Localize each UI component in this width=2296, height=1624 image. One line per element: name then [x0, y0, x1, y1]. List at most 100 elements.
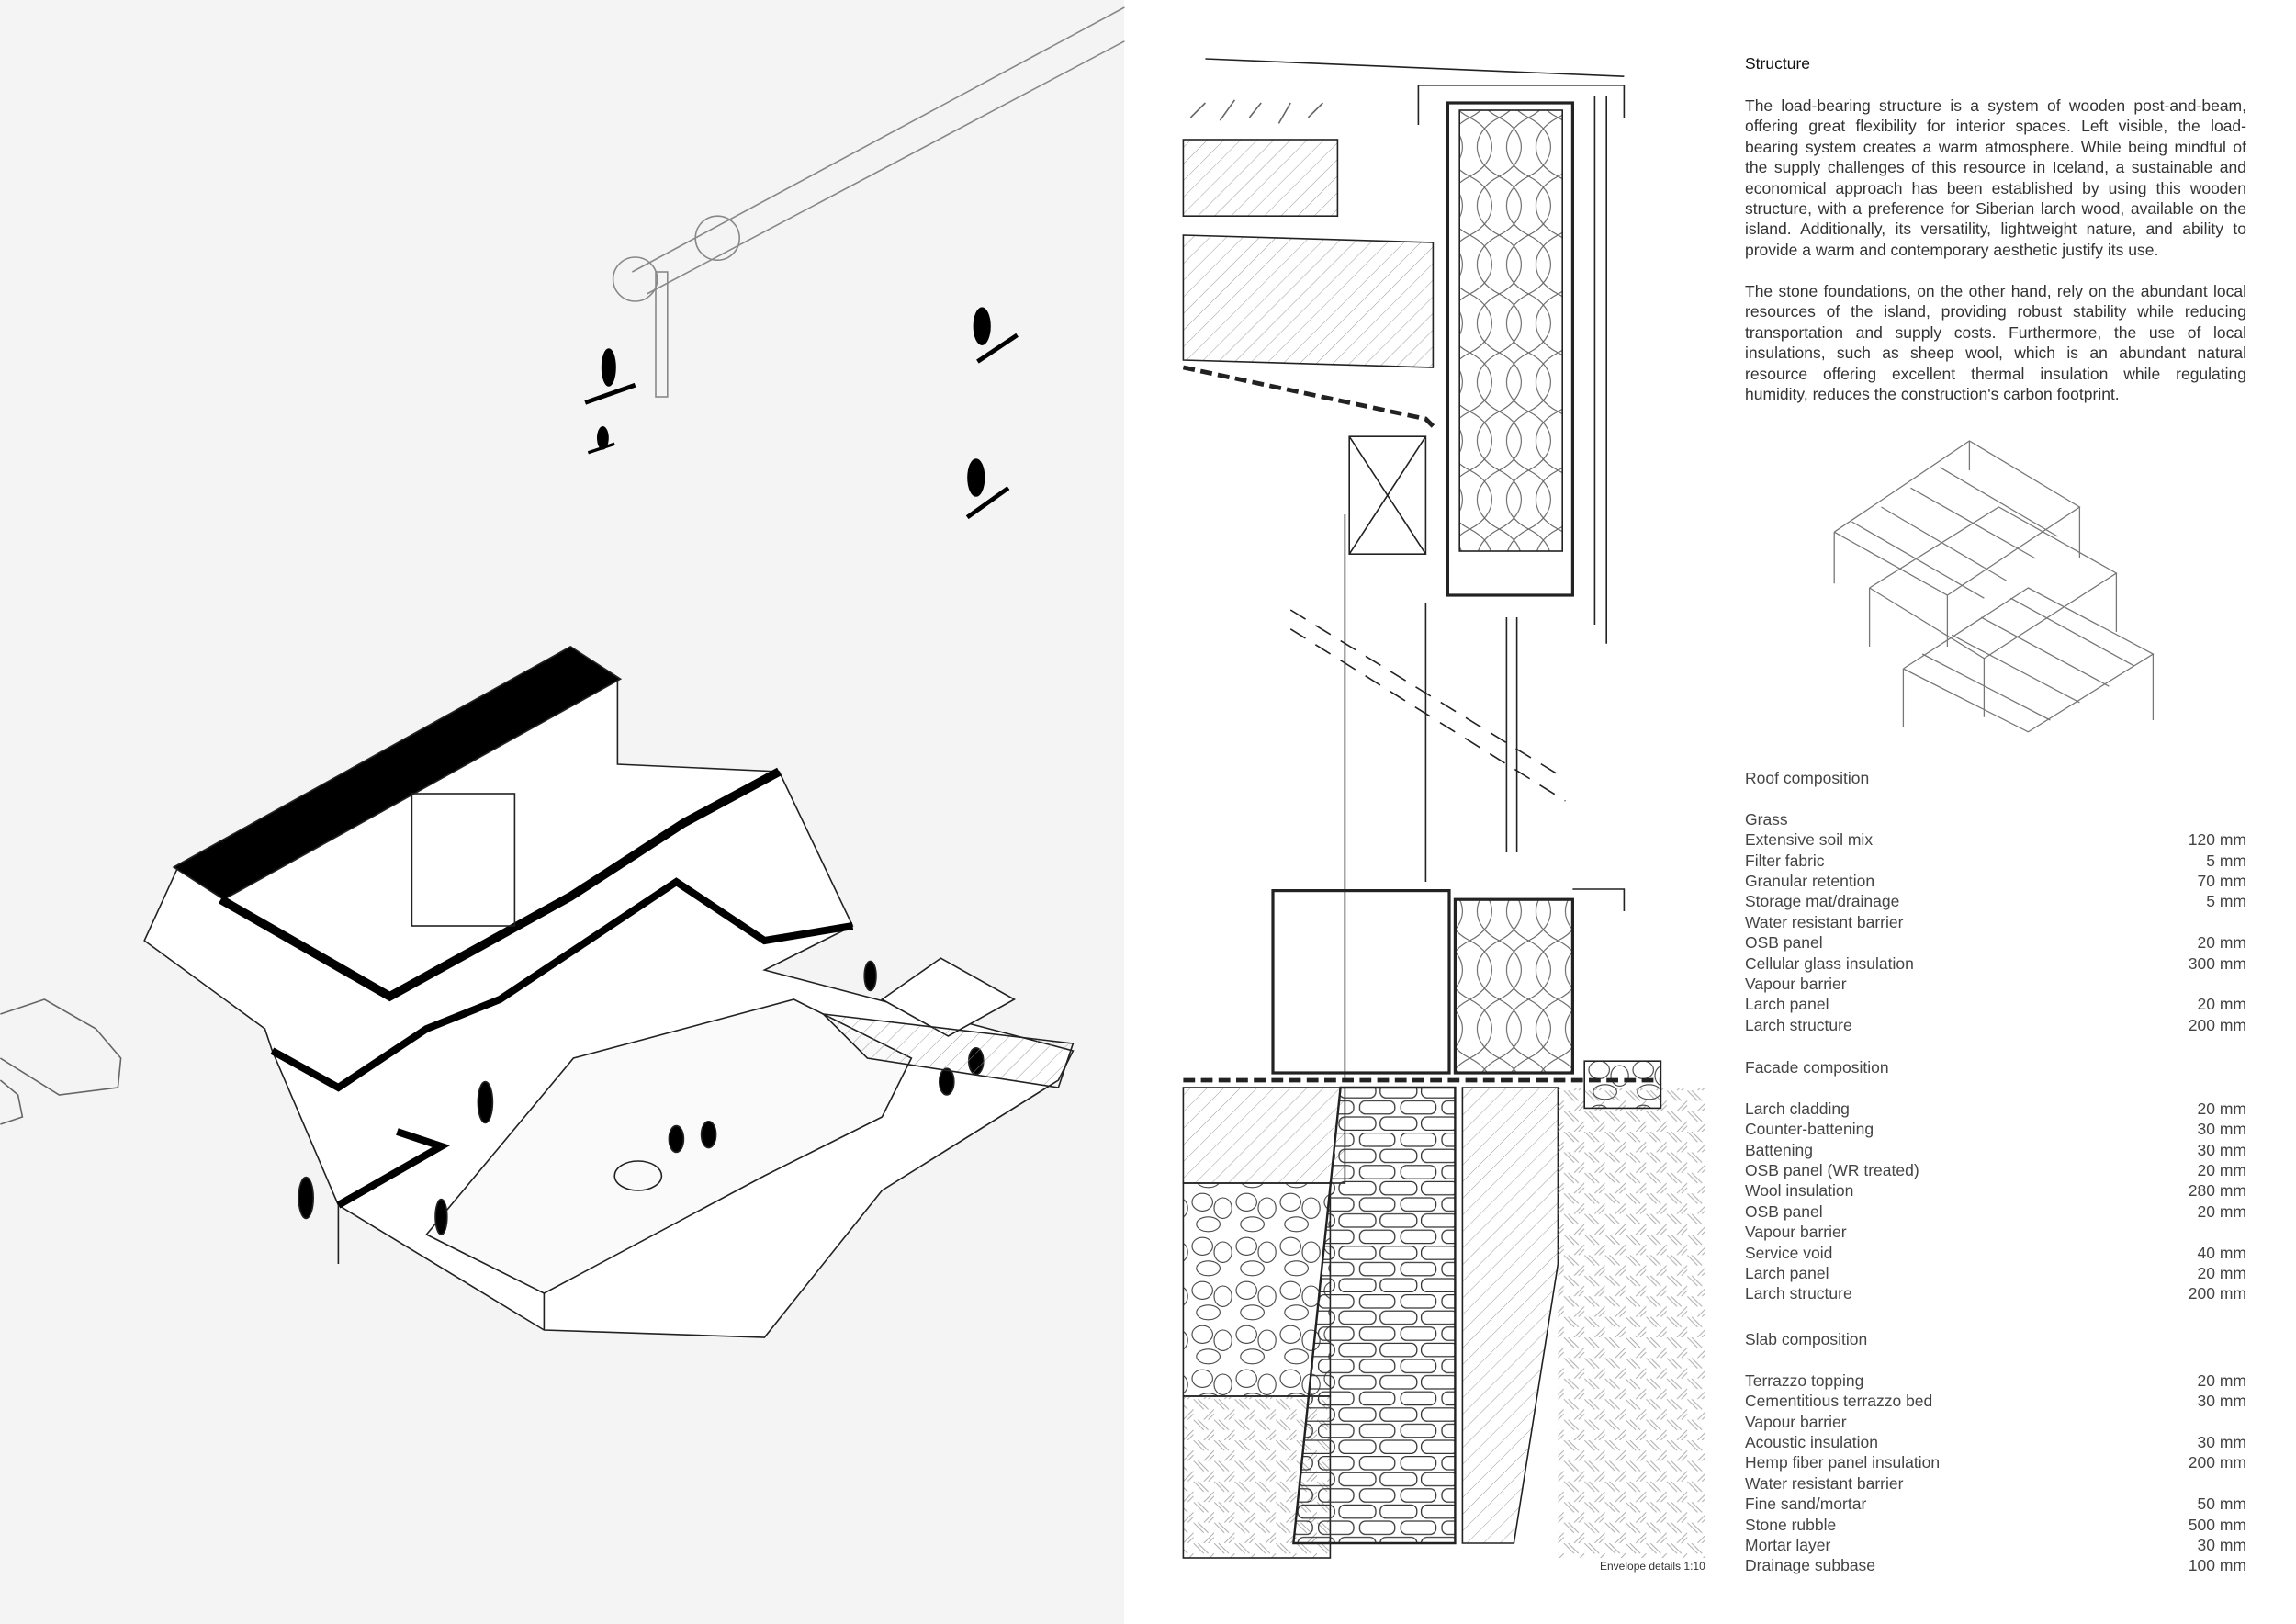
- layer-row: Counter-battening 30 mm: [1745, 1119, 2246, 1139]
- layer-thickness: 50 mm: [2197, 1494, 2246, 1514]
- layer-name: Fine sand/mortar: [1745, 1494, 1867, 1514]
- axonometric-building: [143, 646, 1075, 1338]
- structure-paragraph-2: The stone foundations, on the other hand…: [1745, 282, 2246, 404]
- layer-thickness: 20 mm: [2197, 1370, 2246, 1390]
- layer-name: Extensive soil mix: [1745, 830, 1874, 850]
- layer-thickness: 20 mm: [2197, 1263, 2246, 1282]
- layer-thickness: 500 mm: [2188, 1515, 2246, 1534]
- layer-row: Larch structure 200 mm: [1745, 1283, 2246, 1303]
- layer-thickness: 100 mm: [2188, 1556, 2246, 1575]
- layer-name: Counter-battening: [1745, 1120, 1874, 1139]
- layer-row: Grass: [1745, 809, 2246, 829]
- layer-name: Larch structure: [1745, 1015, 1852, 1034]
- layer-name: Filter fabric: [1745, 851, 1825, 870]
- layer-name: Water resistant barrier: [1745, 1473, 1904, 1493]
- layer-name: Larch panel: [1745, 995, 1829, 1014]
- layer-thickness: 30 mm: [2197, 1432, 2246, 1451]
- layer-name: Water resistant barrier: [1745, 912, 1904, 931]
- layer-row: OSB panel 20 mm: [1745, 1201, 2246, 1222]
- layer-thickness: 5 mm: [2206, 892, 2246, 911]
- layer-row: Drainage subbase 100 mm: [1745, 1555, 2246, 1575]
- layer-name: Acoustic insulation: [1745, 1432, 1878, 1451]
- layer-name: Battening: [1745, 1140, 1813, 1159]
- structure-heading: Structure: [1745, 54, 1810, 73]
- layer-name: Larch cladding: [1745, 1099, 1850, 1118]
- layer-thickness: 40 mm: [2197, 1243, 2246, 1262]
- layer-thickness: 20 mm: [2197, 1201, 2246, 1221]
- layer-row: Cementitious terrazzo bed 30 mm: [1745, 1391, 2246, 1411]
- layer-name: Wool insulation: [1745, 1181, 1854, 1201]
- layer-row: Mortar layer 30 mm: [1745, 1535, 2246, 1555]
- layer-name: OSB panel (WR treated): [1745, 1160, 1919, 1179]
- skier-figures: [584, 307, 1019, 520]
- layer-thickness: 30 mm: [2197, 1140, 2246, 1159]
- layer-row: Battening 30 mm: [1745, 1140, 2246, 1160]
- layer-row: Hemp fiber panel insulation 200 mm: [1745, 1452, 2246, 1472]
- layer-row: Larch panel 20 mm: [1745, 994, 2246, 1014]
- layer-name: Larch panel: [1745, 1263, 1829, 1282]
- layer-name: Vapour barrier: [1745, 1412, 1847, 1431]
- layer-thickness: 20 mm: [2197, 1160, 2246, 1179]
- structure-paragraph-1: The load-bearing structure is a system o…: [1745, 96, 2246, 259]
- layer-row: Granular retention 70 mm: [1745, 871, 2246, 891]
- layer-row: Larch panel 20 mm: [1745, 1263, 2246, 1283]
- layer-name: Service void: [1745, 1243, 1833, 1262]
- layer-row: OSB panel (WR treated) 20 mm: [1745, 1160, 2246, 1180]
- layer-name: Hemp fiber panel insulation: [1745, 1453, 1941, 1472]
- layer-thickness: 200 mm: [2188, 1015, 2246, 1034]
- layer-row: OSB panel 20 mm: [1745, 932, 2246, 953]
- layer-thickness: 200 mm: [2188, 1284, 2246, 1303]
- layer-thickness: 280 mm: [2188, 1181, 2246, 1201]
- layer-name: Cementitious terrazzo bed: [1745, 1392, 1933, 1411]
- layer-thickness: 5 mm: [2206, 851, 2246, 870]
- layer-name: Larch structure: [1745, 1284, 1852, 1303]
- layer-thickness: 70 mm: [2197, 871, 2246, 890]
- layer-row: Acoustic insulation 30 mm: [1745, 1432, 2246, 1452]
- facade-heading: Facade composition: [1745, 1058, 1889, 1077]
- layer-name: Vapour barrier: [1745, 974, 1847, 993]
- layer-thickness: 20 mm: [2197, 933, 2246, 953]
- layer-name: Vapour barrier: [1745, 1223, 1847, 1242]
- layer-thickness: 20 mm: [2197, 1099, 2246, 1118]
- layer-row: Vapour barrier: [1745, 1222, 2246, 1242]
- layer-row: Larch structure 200 mm: [1745, 1015, 2246, 1035]
- layer-name: Cellular glass insulation: [1745, 953, 1914, 973]
- layer-row: Stone rubble 500 mm: [1745, 1515, 2246, 1535]
- layer-thickness: 300 mm: [2188, 953, 2246, 973]
- layer-name: Mortar layer: [1745, 1535, 1831, 1554]
- layer-row: Fine sand/mortar 50 mm: [1745, 1494, 2246, 1514]
- layer-row: Filter fabric 5 mm: [1745, 851, 2246, 871]
- layer-name: Terrazzo topping: [1745, 1370, 1864, 1390]
- layer-row: Vapour barrier: [1745, 974, 2246, 994]
- structure-frame-diagram: [1833, 440, 2155, 733]
- layer-name: Granular retention: [1745, 871, 1875, 890]
- layer-row: Water resistant barrier: [1745, 1473, 2246, 1494]
- layer-row: Service void 40 mm: [1745, 1243, 2246, 1263]
- layer-row: Extensive soil mix 120 mm: [1745, 829, 2246, 850]
- layer-thickness: 20 mm: [2197, 995, 2246, 1014]
- layer-thickness: 30 mm: [2197, 1120, 2246, 1139]
- layer-name: OSB panel: [1745, 1201, 1823, 1221]
- envelope-detail-section: [1182, 58, 1705, 1559]
- layer-row: Wool insulation 280 mm: [1745, 1180, 2246, 1201]
- layer-name: OSB panel: [1745, 933, 1823, 953]
- ski-lift-illustration: [612, 6, 1125, 398]
- layer-name: Storage mat/drainage: [1745, 892, 1900, 911]
- layer-name: Stone rubble: [1745, 1515, 1837, 1534]
- layer-thickness: 30 mm: [2197, 1535, 2246, 1554]
- layer-thickness: 120 mm: [2188, 830, 2246, 850]
- layer-row: Cellular glass insulation 300 mm: [1745, 953, 2246, 974]
- parked-cars: [0, 998, 122, 1125]
- drawing-caption: Envelope details 1:10: [1600, 1560, 1705, 1573]
- layer-thickness: 200 mm: [2188, 1453, 2246, 1472]
- layer-row: Storage mat/drainage 5 mm: [1745, 891, 2246, 911]
- layer-name: Drainage subbase: [1745, 1556, 1876, 1575]
- layer-thickness: 30 mm: [2197, 1392, 2246, 1411]
- roof-heading: Roof composition: [1745, 769, 1870, 787]
- slab-heading: Slab composition: [1745, 1330, 1868, 1348]
- layer-row: Vapour barrier: [1745, 1412, 2246, 1432]
